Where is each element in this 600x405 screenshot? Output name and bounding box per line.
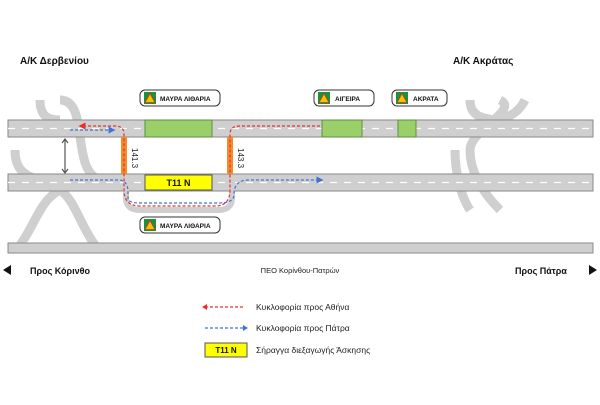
tunnel-warning-icon xyxy=(318,92,330,104)
traffic-athens-path xyxy=(78,122,320,207)
road-name-label: ΠΕΟ Κορίνθου-Πατρών xyxy=(261,266,340,275)
sign-mavra-top: ΜΑΥΡΑ ΛΙΘΑΡΙΑ xyxy=(139,89,221,107)
tunnel-block-aigeira xyxy=(321,119,363,138)
tunnel-block-mavra xyxy=(144,119,213,138)
direction-right-label: Προς Πάτρα xyxy=(515,266,567,276)
interchange-right-title: Α/Κ Ακράτας xyxy=(453,56,513,67)
sign-akrata: ΑΚΡΑΤΑ xyxy=(391,89,448,107)
right-interchange-ramps xyxy=(450,95,530,214)
exercise-tunnel-block xyxy=(144,174,213,191)
sign-aigeira: ΑΙΓΕΙΡΑ xyxy=(313,89,375,107)
legend-athens-label: Κυκλοφορία προς Αθήνα xyxy=(256,302,349,312)
sign-mavra-bottom: ΜΑΥΡΑ ΛΙΘΑΡΙΑ xyxy=(139,216,221,234)
legend-tunnel-badge: T11 N xyxy=(204,342,248,358)
carriageways xyxy=(7,119,594,254)
tunnel-warning-icon xyxy=(396,92,408,104)
tunnel-warning-icon xyxy=(144,92,156,104)
legend-tunnel-label: Σήραγγα διεξαγωγής Άσκησης xyxy=(256,345,370,355)
arrow-right-icon xyxy=(589,265,597,275)
detour-road xyxy=(123,180,235,213)
crossover-right-label: 143.3 xyxy=(236,148,245,169)
arrow-left-icon xyxy=(3,265,11,275)
traffic-patra-path xyxy=(70,126,324,204)
interchange-left-title: Α/Κ Δερβενίου xyxy=(20,56,89,67)
tunnel-block-akrata xyxy=(397,119,417,138)
crossover-left-label: 141.3 xyxy=(130,148,139,169)
sign-mavra-bottom-label: ΜΑΥΡΑ ΛΙΘΑΡΙΑ xyxy=(160,223,211,230)
legend-patra-line xyxy=(205,325,248,331)
sign-aigeira-label: ΑΙΓΕΙΡΑ xyxy=(335,96,360,103)
exercise-tunnel-label: T11 N xyxy=(166,178,190,188)
direction-left-label: Προς Κόρινθο xyxy=(30,266,90,276)
legend-patra-label: Κυκλοφορία προς Πάτρα xyxy=(256,323,350,333)
legend-tunnel-badge-label: T11 N xyxy=(215,346,237,355)
sign-akrata-label: ΑΚΡΑΤΑ xyxy=(413,96,439,103)
legend-athens-line xyxy=(202,304,245,310)
sign-mavra-top-label: ΜΑΥΡΑ ΛΙΘΑΡΙΑ xyxy=(160,96,211,103)
tunnel-warning-icon xyxy=(144,219,156,231)
overpass-marker xyxy=(61,138,69,174)
